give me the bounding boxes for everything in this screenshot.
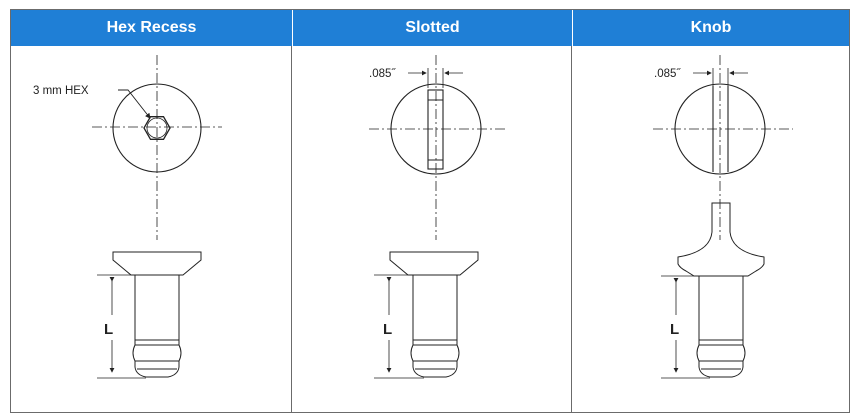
hex-recess-top-view (92, 55, 222, 240)
slotted-drawing (369, 55, 505, 379)
slot-width-label: .085˝ (369, 68, 396, 80)
knob-top-view (653, 55, 793, 240)
header-knob: Knob (572, 10, 849, 46)
length-label: L (670, 321, 679, 338)
length-label: L (104, 321, 113, 338)
knob-side-view (661, 202, 765, 379)
column-divider (291, 46, 292, 412)
slot-width-label: .085˝ (654, 68, 681, 80)
column-divider (571, 46, 572, 412)
header-hex-recess: Hex Recess (11, 10, 292, 46)
header-slotted: Slotted (292, 10, 572, 46)
slotted-side-view (374, 251, 479, 379)
hex-recess-side-view (97, 251, 202, 379)
knob-drawing (653, 55, 793, 379)
pin-style-table: Hex Recess Slotted Knob (10, 9, 850, 413)
hex-size-label: 3 mm HEX (33, 85, 89, 97)
hex-recess-drawing (92, 55, 222, 379)
slotted-top-view (369, 55, 505, 240)
length-label: L (383, 321, 392, 338)
